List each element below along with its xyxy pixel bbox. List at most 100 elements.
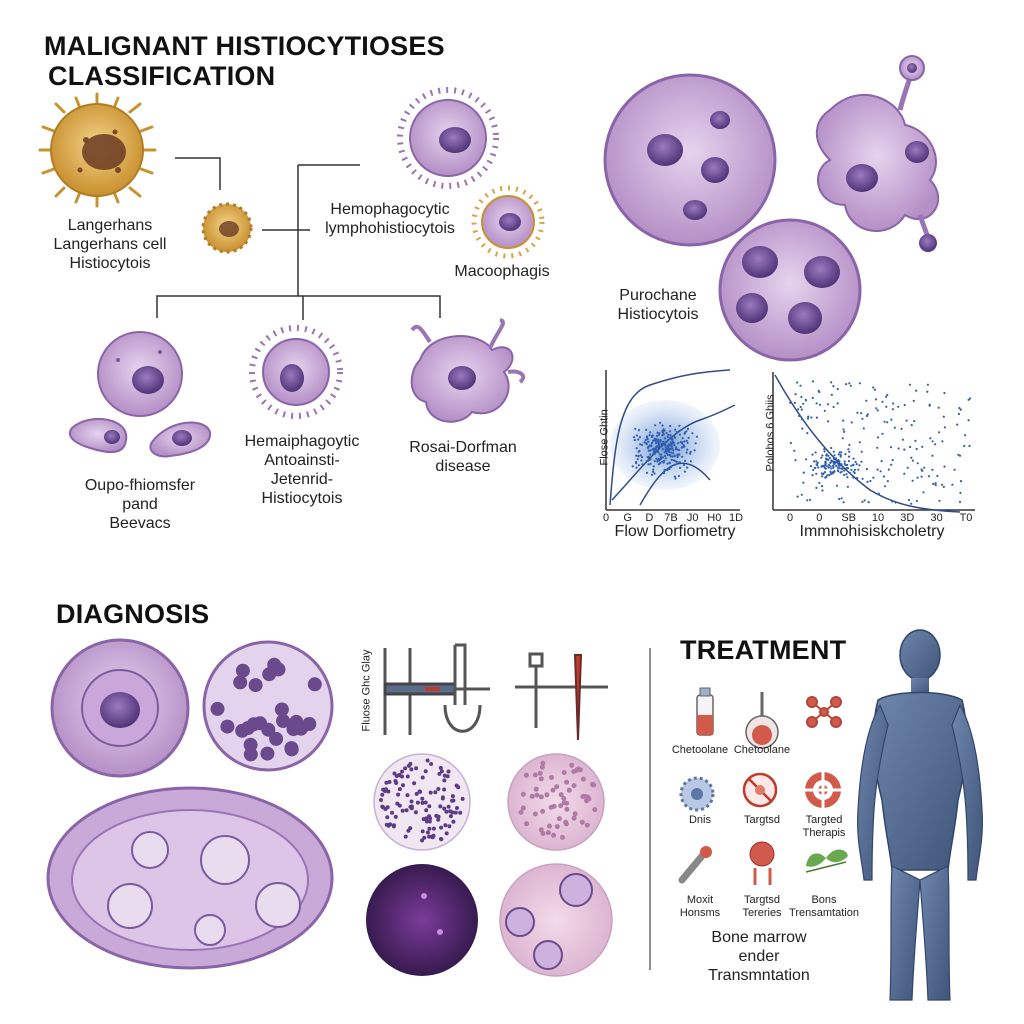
scatter-dot	[678, 429, 681, 432]
scatter-dot	[413, 810, 418, 815]
scatter-dot	[636, 458, 639, 461]
scatter-dot	[422, 835, 427, 840]
scatter-dot	[656, 450, 659, 453]
scatter-dot	[670, 451, 673, 454]
scatter-dot	[556, 816, 562, 822]
scatter-dot	[685, 430, 688, 433]
scatter-dot	[915, 389, 918, 392]
scatter-dot	[857, 468, 860, 471]
scatter-dot	[649, 453, 652, 456]
scatter-dot	[794, 459, 797, 462]
scatter-dot	[921, 445, 924, 448]
scatter-dot	[889, 446, 893, 449]
scatter-dot	[660, 453, 663, 456]
scatter-dot	[664, 437, 667, 440]
scatter-dot	[430, 835, 435, 840]
scatter-dot	[850, 464, 853, 467]
scatter-dot	[689, 452, 692, 455]
scatter-dot	[852, 470, 855, 473]
scatter-dot	[831, 472, 835, 475]
leaf-icon	[805, 849, 848, 873]
scatter-dot	[421, 817, 426, 822]
scatter-dot	[453, 810, 458, 815]
scatter-dot	[539, 764, 545, 770]
scatter-dot	[830, 460, 833, 463]
scatter-dot	[814, 466, 817, 469]
scatter-dot	[658, 444, 661, 447]
mid-child-label-line4: Histiocytois	[261, 490, 343, 507]
immuno-tick-label: 0	[786, 512, 794, 524]
scatter-dot	[420, 796, 425, 801]
scatter-dot	[915, 499, 919, 503]
scatter-dot	[566, 787, 572, 793]
scatter-dot	[891, 500, 894, 503]
scatter-dot	[821, 454, 824, 457]
bone-marrow-label-line2: ender	[738, 948, 780, 965]
scatter-dot	[637, 438, 640, 441]
scatter-dot	[654, 447, 657, 450]
scatter-dot	[569, 762, 575, 768]
diagnosis-slide-2	[202, 640, 334, 772]
scatter-dot	[649, 431, 652, 434]
scatter-dot	[673, 463, 677, 466]
scatter-dot	[675, 446, 678, 449]
right-child-label-line1: Rosai-Dorfman	[409, 439, 517, 456]
scatter-dot	[405, 774, 410, 779]
scatter-dot	[666, 468, 669, 471]
macrophage-label: Macoophagis	[454, 263, 550, 280]
treatment-item-label-line: Therapis	[802, 827, 846, 839]
treatment-item-label-line: Targtsd	[743, 814, 781, 826]
scatter-dot	[666, 462, 669, 465]
scatter-dot	[835, 484, 839, 487]
scatter-dot	[828, 456, 831, 460]
right-child-label: Rosai-Dorfman disease	[396, 438, 530, 476]
scatter-dot	[836, 387, 839, 391]
scatter-dot	[907, 498, 911, 502]
scatter-dot	[414, 791, 419, 796]
scatter-dot	[968, 397, 972, 400]
scatter-dot	[439, 825, 444, 830]
diagnosis-slide-3	[373, 753, 471, 851]
scatter-dot	[220, 719, 235, 734]
scatter-dot	[243, 747, 258, 762]
scatter-dot	[861, 477, 864, 480]
scatter-dot	[816, 464, 819, 467]
scatter-dot	[672, 441, 675, 444]
scatter-dot	[412, 781, 417, 786]
scatter-dot	[836, 466, 840, 469]
scatter-dot	[631, 465, 634, 468]
immuno-tick-label: T0	[959, 512, 973, 524]
scatter-dot	[585, 794, 591, 800]
classification-title-line1: MALIGNANT HISTIOCYTIOSES	[44, 31, 445, 61]
scatter-dot	[842, 419, 845, 422]
scatter-dot	[887, 468, 890, 471]
scatter-dot	[893, 426, 896, 429]
scatter-dot	[891, 408, 895, 411]
scatter-dot	[837, 453, 840, 456]
scatter-dot	[830, 467, 833, 470]
scatter-dot	[817, 466, 820, 469]
scatter-dot	[649, 462, 652, 465]
scatter-dot	[827, 463, 831, 467]
scatter-dot	[423, 800, 428, 805]
scatter-dot	[538, 827, 544, 833]
scatter-dot	[820, 456, 823, 459]
scatter-dot	[800, 395, 803, 399]
scatter-dot	[929, 437, 932, 440]
scatter-dot	[580, 776, 586, 782]
scatter-dot	[235, 663, 250, 678]
scatter-dot	[695, 435, 699, 438]
scatter-dot	[802, 481, 805, 484]
flow-tick-label: 1D	[728, 512, 744, 524]
scatter-dot	[393, 814, 398, 819]
scatter-dot	[659, 440, 662, 443]
scatter-dot	[641, 463, 644, 466]
scatter-dot	[520, 791, 526, 797]
scatter-dot	[892, 402, 895, 405]
scatter-dot	[931, 454, 934, 457]
scatter-dot	[838, 460, 841, 463]
immuno-tick-label: 10	[871, 512, 885, 524]
scatter-dot	[579, 819, 585, 825]
left-child-label-line1: Oupo-fhiomsfer	[84, 477, 196, 494]
scatter-dot	[882, 475, 886, 478]
